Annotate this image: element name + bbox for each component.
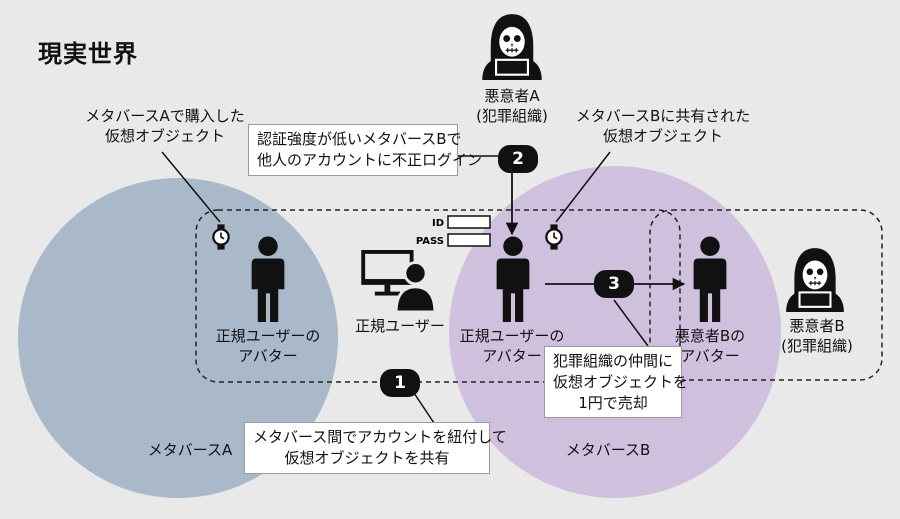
metaverse-a-label: メタバースA	[147, 441, 233, 459]
step-1-callout: メタバース間でアカウントを紐付して 仮想オブジェクトを共有	[244, 422, 507, 474]
page-title: 現実世界	[38, 40, 138, 68]
attacker-b-avatar-label: 悪意者Bの アバター	[674, 327, 746, 365]
metaverse-a-circle	[18, 178, 338, 498]
object-b-note: メタバースBに共有された 仮想オブジェクト	[575, 107, 751, 145]
attacker-b-label: 悪意者B (犯罪組織)	[781, 317, 853, 355]
legit-avatar-a-label: 正規ユーザーの アバター	[215, 327, 321, 365]
attacker-b-frame	[649, 209, 883, 381]
id-label: ID	[432, 218, 444, 229]
metaverse-b-circle	[449, 166, 781, 498]
step-2-callout: 認証強度が低いメタバースBで 他人のアカウントに不正ログイン	[248, 124, 482, 176]
step-1-badge: 1	[380, 369, 420, 397]
legit-avatar-b-label: 正規ユーザーの アバター	[459, 327, 565, 365]
legit-user-label: 正規ユーザー	[355, 317, 445, 335]
metaverse-b-label: メタバースB	[565, 441, 651, 459]
step-3-badge: 3	[594, 270, 634, 298]
object-a-note: メタバースAで購入した 仮想オブジェクト	[85, 107, 245, 145]
step-2-badge: 2	[498, 145, 538, 173]
hacker-icon	[481, 13, 543, 80]
step-3-callout: 犯罪組織の仲間に 仮想オブジェクトを 1円で売却	[544, 346, 688, 418]
linked-accounts-frame	[195, 209, 681, 383]
computer-user-icon	[360, 250, 437, 312]
attacker-a-label: 悪意者A (犯罪組織)	[476, 87, 548, 125]
pass-label: PASS	[416, 236, 444, 247]
hacker-icon	[785, 247, 845, 312]
id-pass-icon: ID PASS	[416, 215, 491, 247]
